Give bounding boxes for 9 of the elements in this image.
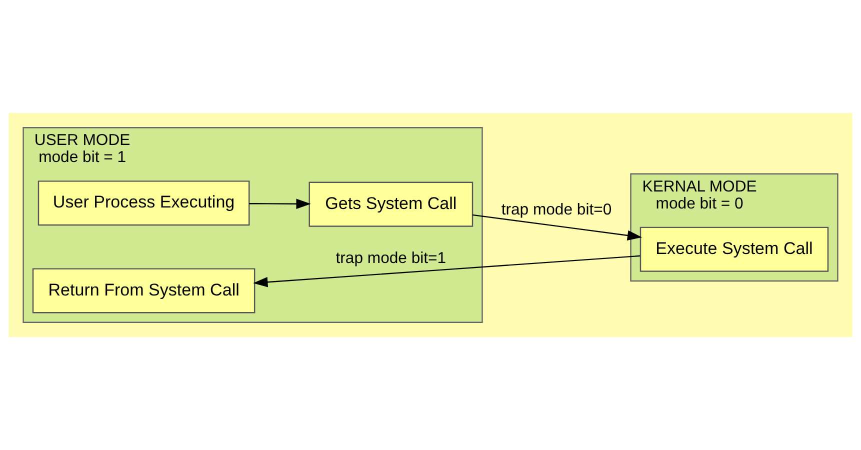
arrow	[249, 198, 311, 209]
arrow	[253, 255, 640, 288]
node-box: Return From System Call	[32, 268, 256, 314]
edge-label: trap mode bit=1	[336, 250, 446, 268]
edge-label: trap mode bit=0	[501, 202, 612, 219]
node-box: Execute System Call	[640, 226, 829, 272]
node-box: Gets System Call	[308, 182, 474, 227]
node-box: User Process Executing	[38, 180, 250, 226]
arrow	[472, 214, 642, 240]
